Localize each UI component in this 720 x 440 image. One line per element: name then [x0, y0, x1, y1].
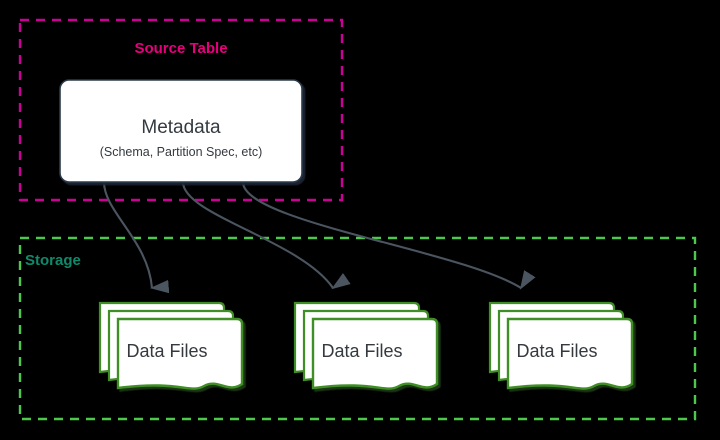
group-storage: Storage	[18, 236, 697, 421]
connector-metadata-to-data-files-3	[241, 181, 536, 290]
data-files-2-label: Data Files	[321, 341, 402, 361]
connectors-layer	[102, 181, 536, 294]
storage-dashed-border	[18, 236, 697, 421]
metadata-title: Metadata	[141, 117, 221, 138]
node-data-files-2[interactable]: Data Files	[293, 301, 439, 390]
metadata-box[interactable]	[59, 79, 303, 183]
connector-metadata-to-data-files-2	[181, 181, 351, 290]
connector-metadata-to-data-files-1	[102, 181, 170, 294]
data-files-1-label: Data Files	[126, 341, 207, 361]
data-files-2-sheet-front[interactable]	[311, 317, 439, 390]
group-source-table: Source Table	[18, 18, 344, 202]
data-files-3-sheet-front[interactable]	[506, 317, 634, 390]
node-data-files-3[interactable]: Data Files	[488, 301, 634, 390]
node-data-files-1[interactable]: Data Files	[98, 301, 244, 390]
source-table-dashed-border	[18, 18, 344, 202]
storage-label: Storage	[25, 252, 81, 269]
data-files-1-sheet-front[interactable]	[116, 317, 244, 390]
data-files-3-label: Data Files	[516, 341, 597, 361]
source-table-label: Source Table	[134, 40, 227, 57]
node-metadata[interactable]: Metadata (Schema, Partition Spec, etc)	[59, 79, 303, 183]
metadata-subtitle: (Schema, Partition Spec, etc)	[100, 145, 263, 159]
